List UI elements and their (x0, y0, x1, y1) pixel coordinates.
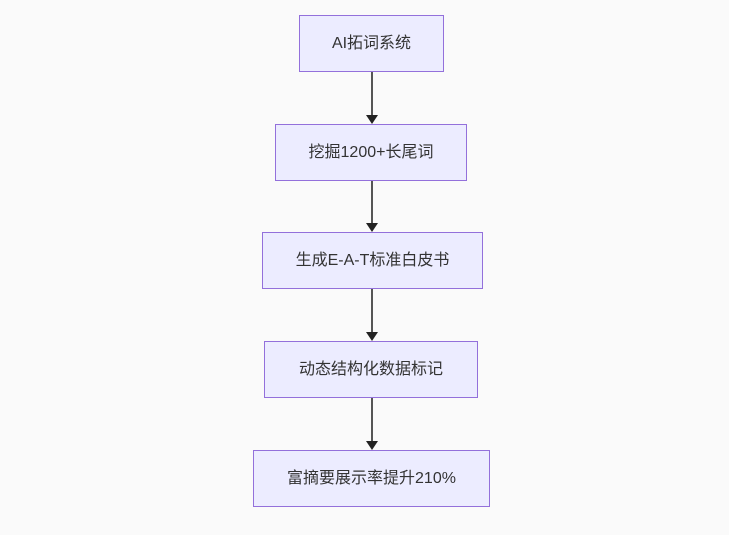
arrowhead-down-icon (365, 332, 378, 341)
flow-node-label: 富摘要展示率提升210% (287, 469, 456, 487)
flow-node-rich-snippet-result: 富摘要展示率提升210% (253, 450, 490, 507)
flow-node-structured-data-markup: 动态结构化数据标记 (264, 341, 478, 398)
flow-node-longtail-mining: 挖掘1200+长尾词 (275, 124, 467, 181)
arrow-line (370, 72, 373, 115)
arrow-line (370, 398, 373, 441)
arrow-line (370, 181, 373, 223)
flow-node-label: AI拓词系统 (331, 34, 412, 52)
flow-node-label: 动态结构化数据标记 (298, 360, 443, 378)
flow-node-label: 生成E-A-T标准白皮书 (295, 251, 450, 269)
arrowhead-down-icon (365, 441, 378, 450)
arrowhead-down-icon (365, 115, 378, 124)
flow-node-ai-word-expansion: AI拓词系统 (299, 15, 444, 72)
flow-arrow-1 (365, 72, 378, 124)
flow-arrow-2 (365, 181, 378, 232)
arrow-line (370, 289, 373, 332)
arrowhead-down-icon (365, 223, 378, 232)
flow-node-label: 挖掘1200+长尾词 (308, 143, 434, 161)
flow-arrow-4 (365, 398, 378, 450)
flow-node-eat-whitepaper: 生成E-A-T标准白皮书 (262, 232, 483, 289)
flow-arrow-3 (365, 289, 378, 341)
